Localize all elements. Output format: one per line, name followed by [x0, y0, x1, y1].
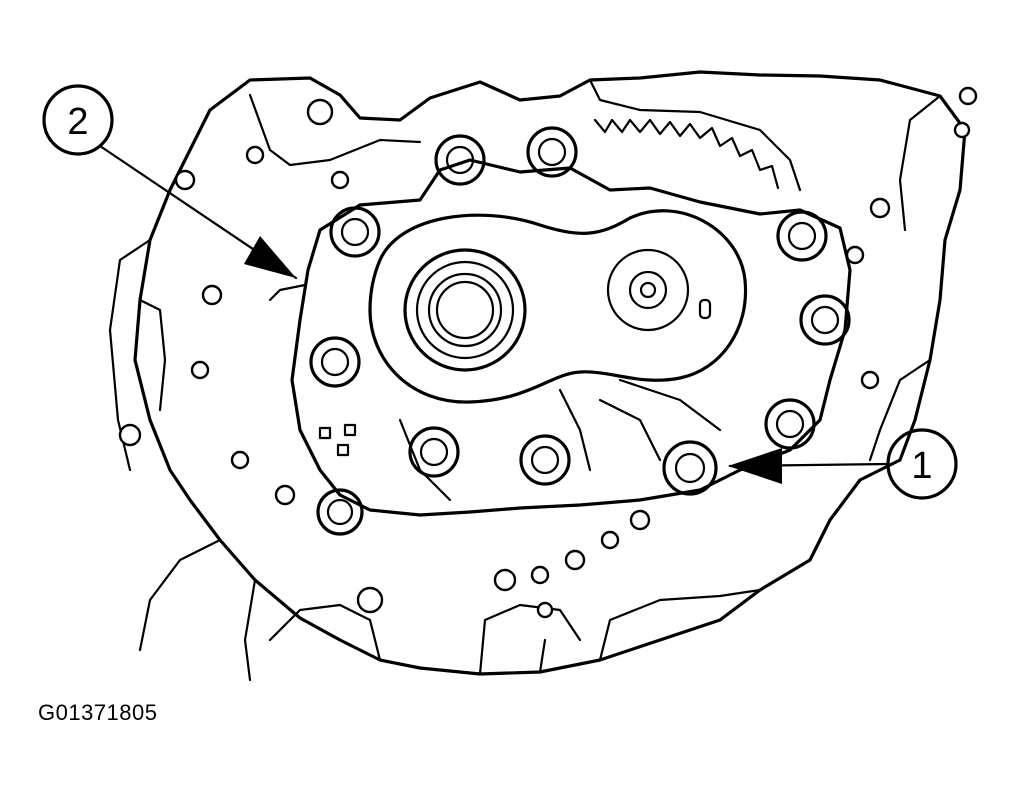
bolt	[662, 440, 718, 496]
bolt	[408, 426, 460, 478]
bolt	[329, 206, 381, 258]
callout-1-number: 1	[911, 445, 932, 487]
figure-code: G01371805	[38, 700, 158, 725]
engine-block-outline	[108, 70, 967, 682]
bolt	[316, 488, 364, 536]
bolt	[309, 336, 361, 388]
block-holes	[118, 86, 978, 619]
callout-2-arrowhead	[244, 236, 296, 278]
bolt	[526, 126, 578, 178]
bolt	[764, 398, 816, 450]
gear-teeth	[588, 78, 802, 192]
oil-pump-housing	[268, 158, 852, 517]
pump-bolts	[309, 126, 851, 536]
callout-1-arrowhead	[728, 448, 782, 484]
bolt	[519, 434, 571, 486]
callout-2-number: 2	[67, 101, 88, 143]
callout-1: 1	[728, 428, 958, 500]
bolt	[434, 134, 486, 186]
callout-2: 2	[42, 84, 298, 280]
bolt	[799, 294, 851, 346]
bolt	[776, 210, 828, 262]
